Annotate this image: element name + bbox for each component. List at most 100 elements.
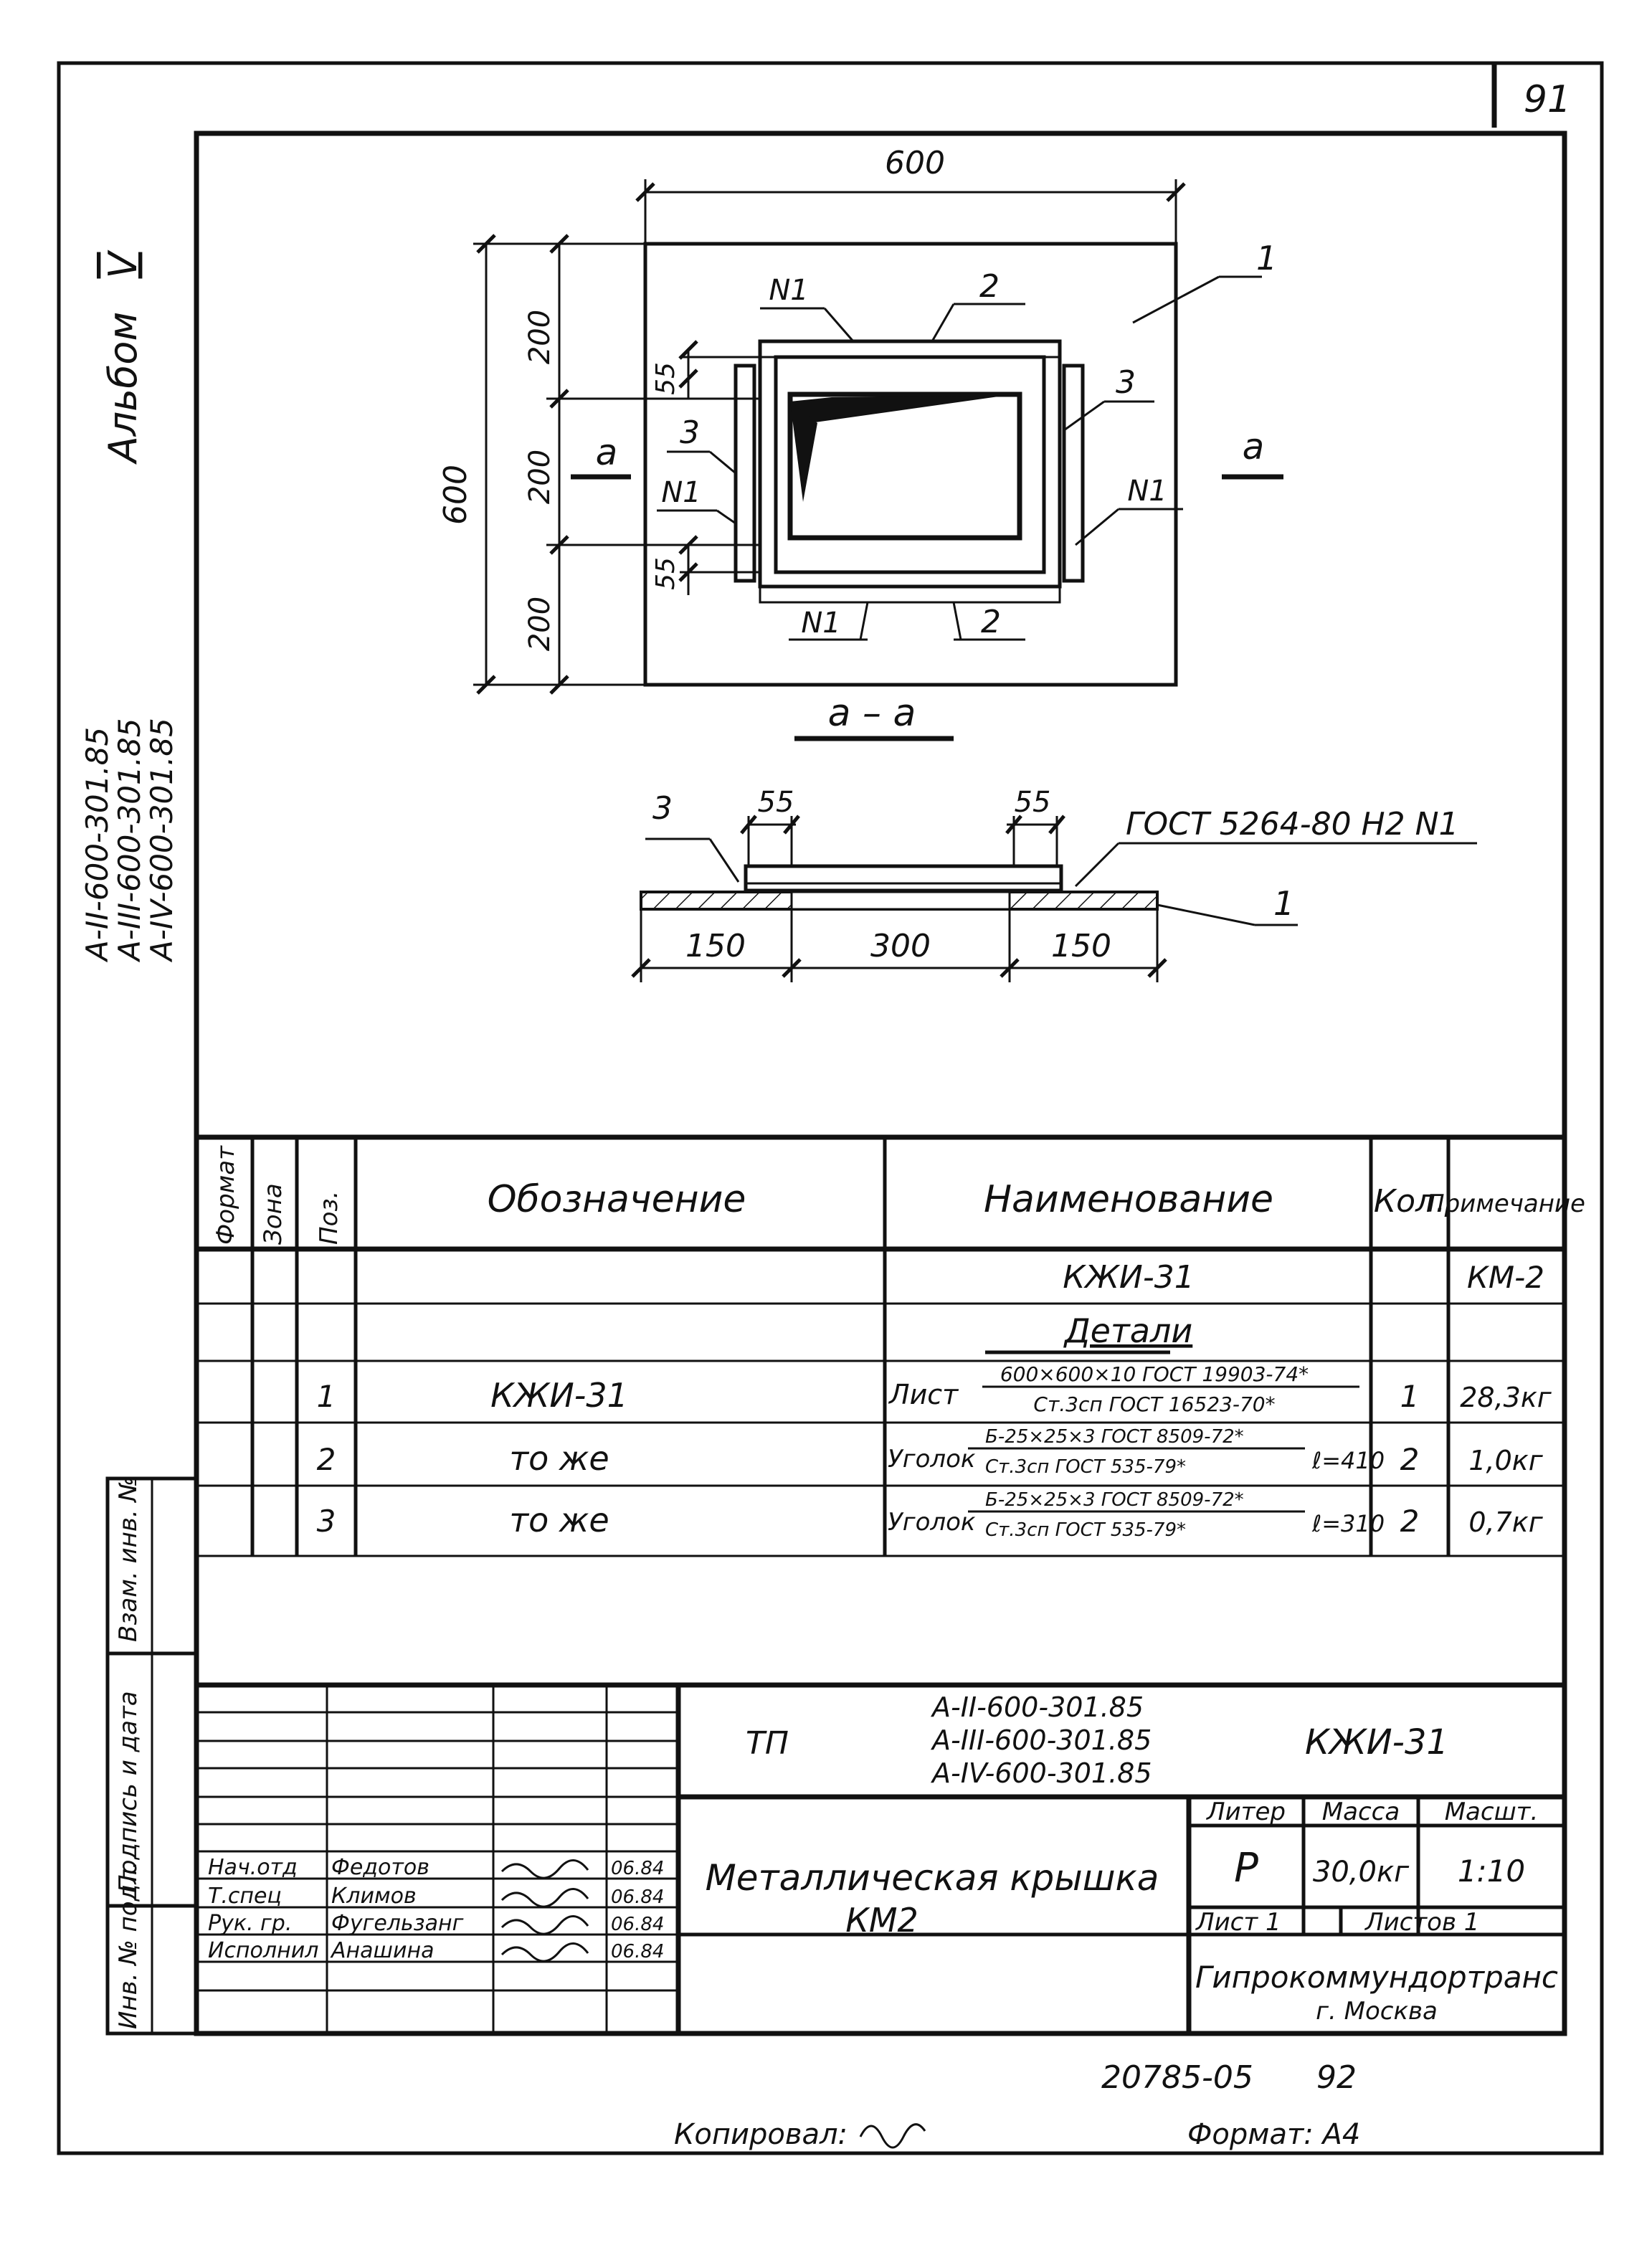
svg-text:2: 2 xyxy=(317,1442,336,1477)
svg-text:600: 600 xyxy=(885,145,945,181)
svg-text:06.84: 06.84 xyxy=(611,1886,664,1908)
svg-text:А-III-600-301.85: А-III-600-301.85 xyxy=(112,718,147,963)
svg-text:3: 3 xyxy=(317,1504,336,1539)
svg-text:Обозначение: Обозначение xyxy=(488,1178,746,1221)
svg-text:КЖИ-31: КЖИ-31 xyxy=(1305,1722,1448,1762)
svg-text:Зона: Зона xyxy=(259,1183,288,1245)
spec-row-2: 2 то же Уголок Б-25×25×3 ГОСТ 8509-72* С… xyxy=(317,1426,1544,1478)
svg-text:Масшт.: Масшт. xyxy=(1445,1798,1539,1826)
svg-text:Р: Р xyxy=(1234,1845,1258,1892)
signature-4 xyxy=(500,1942,589,1962)
svg-text:г. Москва: г. Москва xyxy=(1316,1997,1438,2026)
svg-text:28,3кг: 28,3кг xyxy=(1460,1382,1552,1413)
svg-text:Федотов: Федотов xyxy=(331,1855,429,1880)
svg-text:Поз.: Поз. xyxy=(315,1191,343,1245)
svg-text:1: 1 xyxy=(317,1379,336,1414)
svg-text:V: V xyxy=(100,249,146,278)
plate-1-outline xyxy=(643,242,1178,687)
svg-text:200: 200 xyxy=(523,310,556,364)
svg-text:Анашина: Анашина xyxy=(330,1938,434,1963)
svg-text:92: 92 xyxy=(1316,2059,1357,2096)
title-block: Нач.отд Федотов 06.84 Т.спец Климов 06.8… xyxy=(196,1682,1565,2033)
section-title: а – а xyxy=(828,692,916,735)
spec-table: Формат Зона Поз. Обозначение Наименовани… xyxy=(196,1134,1585,1557)
svg-text:Фугельзанг: Фугельзанг xyxy=(331,1911,464,1936)
svg-text:А-IV-600-301.85: А-IV-600-301.85 xyxy=(144,718,179,963)
album-label: Альбом V xyxy=(100,249,146,465)
section-angles xyxy=(744,864,1063,893)
signature-1 xyxy=(500,1859,589,1879)
svg-text:1: 1 xyxy=(1256,239,1277,277)
svg-text:600×600×10 ГОСТ 19903-74*: 600×600×10 ГОСТ 19903-74* xyxy=(1000,1362,1309,1386)
angle-2-bottom xyxy=(759,585,1061,604)
svg-text:06.84: 06.84 xyxy=(611,1914,664,1935)
svg-text:Масса: Масса xyxy=(1322,1798,1400,1826)
svg-text:Кол.: Кол. xyxy=(1374,1183,1446,1220)
svg-text:Альбом: Альбом xyxy=(100,312,146,465)
svg-text:а: а xyxy=(596,432,618,473)
svg-text:КЖИ-31: КЖИ-31 xyxy=(1063,1259,1194,1296)
svg-text:КМ-2: КМ-2 xyxy=(1467,1260,1544,1295)
svg-text:Примечание: Примечание xyxy=(1426,1190,1585,1218)
angle-2-top xyxy=(759,340,1061,359)
cover-opening xyxy=(787,391,1022,541)
svg-text:Уголок: Уголок xyxy=(888,1445,976,1473)
side-codes: А-II-600-301.85 А-III-600-301.85 А-IV-60… xyxy=(80,718,179,963)
svg-text:1,0кг: 1,0кг xyxy=(1468,1445,1543,1476)
spec-row-1: 1 КЖИ-31 Лист 600×600×10 ГОСТ 19903-74* … xyxy=(317,1362,1552,1416)
svg-text:КЖИ-31: КЖИ-31 xyxy=(490,1376,628,1415)
svg-text:Подпись и дата: Подпись и дата xyxy=(114,1691,143,1893)
svg-text:Копировал:: Копировал: xyxy=(674,2118,848,2151)
svg-text:А-IV-600-301.85: А-IV-600-301.85 xyxy=(930,1757,1152,1789)
svg-text:А-II-600-301.85: А-II-600-301.85 xyxy=(80,727,115,963)
svg-text:Металлическая крышка: Металлическая крышка xyxy=(706,1857,1159,1899)
svg-text:Взам. инв. №: Взам. инв. № xyxy=(114,1476,143,1642)
svg-text:то же: то же xyxy=(509,1501,609,1539)
section-view: 55 55 150 300 150 3 ГОСТ 5264-80 Н2 N1 1 xyxy=(631,786,1477,982)
svg-text:а: а xyxy=(1243,426,1265,467)
svg-text:Листов 1: Листов 1 xyxy=(1364,1908,1479,1937)
copier-signature xyxy=(859,2123,926,2149)
svg-text:55: 55 xyxy=(651,557,680,590)
svg-text:ℓ=410: ℓ=410 xyxy=(1311,1447,1385,1474)
svg-text:Нач.отд: Нач.отд xyxy=(208,1855,298,1880)
svg-text:150: 150 xyxy=(685,928,746,964)
svg-text:N1: N1 xyxy=(801,607,840,640)
svg-text:06.84: 06.84 xyxy=(611,1858,664,1879)
svg-text:Лист 1: Лист 1 xyxy=(1195,1908,1281,1937)
svg-text:Лист: Лист xyxy=(888,1379,959,1410)
svg-text:Формат: Формат xyxy=(212,1145,240,1245)
svg-text:Детали: Детали xyxy=(1063,1311,1193,1350)
svg-text:2: 2 xyxy=(1400,1504,1420,1539)
svg-text:200: 200 xyxy=(523,450,556,504)
svg-text:Ст.3сп ГОСТ 16523-70*: Ст.3сп ГОСТ 16523-70* xyxy=(1033,1392,1275,1416)
svg-text:то же: то же xyxy=(509,1439,609,1478)
svg-text:Климов: Климов xyxy=(331,1884,417,1909)
spec-row-3: 3 то же Уголок Б-25×25×3 ГОСТ 8509-72* С… xyxy=(317,1489,1544,1541)
svg-text:Исполнил: Исполнил xyxy=(208,1938,318,1963)
svg-text:А-II-600-301.85: А-II-600-301.85 xyxy=(930,1691,1144,1723)
inner-frame xyxy=(194,130,1567,2036)
svg-text:ГОСТ 5264-80 Н2 N1: ГОСТ 5264-80 Н2 N1 xyxy=(1126,806,1459,843)
svg-text:20785-05: 20785-05 xyxy=(1101,2059,1253,2096)
svg-text:Гипрокоммундортранс: Гипрокоммундортранс xyxy=(1195,1960,1558,1995)
svg-text:0,7кг: 0,7кг xyxy=(1468,1506,1543,1538)
svg-text:Уголок: Уголок xyxy=(888,1508,976,1537)
svg-text:1: 1 xyxy=(1400,1379,1420,1414)
svg-text:Литер: Литер xyxy=(1205,1798,1286,1826)
svg-text:1:10: 1:10 xyxy=(1458,1854,1525,1889)
svg-text:Инв. № подл.: Инв. № подл. xyxy=(114,1861,143,2029)
svg-text:А-III-600-301.85: А-III-600-301.85 xyxy=(930,1724,1152,1756)
svg-text:200: 200 xyxy=(523,597,556,651)
side-stamp: Взам. инв. № Подпись и дата Инв. № подл. xyxy=(105,1476,199,2036)
svg-text:Т.спец: Т.спец xyxy=(208,1884,282,1909)
svg-text:3: 3 xyxy=(1116,364,1136,401)
svg-text:Б-25×25×3 ГОСТ 8509-72*: Б-25×25×3 ГОСТ 8509-72* xyxy=(985,1426,1244,1448)
svg-text:Ст.3сп ГОСТ 535-79*: Ст.3сп ГОСТ 535-79* xyxy=(985,1519,1186,1541)
svg-text:55: 55 xyxy=(758,786,794,819)
svg-text:2: 2 xyxy=(981,604,1001,640)
svg-text:ℓ=310: ℓ=310 xyxy=(1311,1510,1385,1537)
svg-text:ТП: ТП xyxy=(746,1725,789,1762)
svg-text:N1: N1 xyxy=(661,476,701,509)
